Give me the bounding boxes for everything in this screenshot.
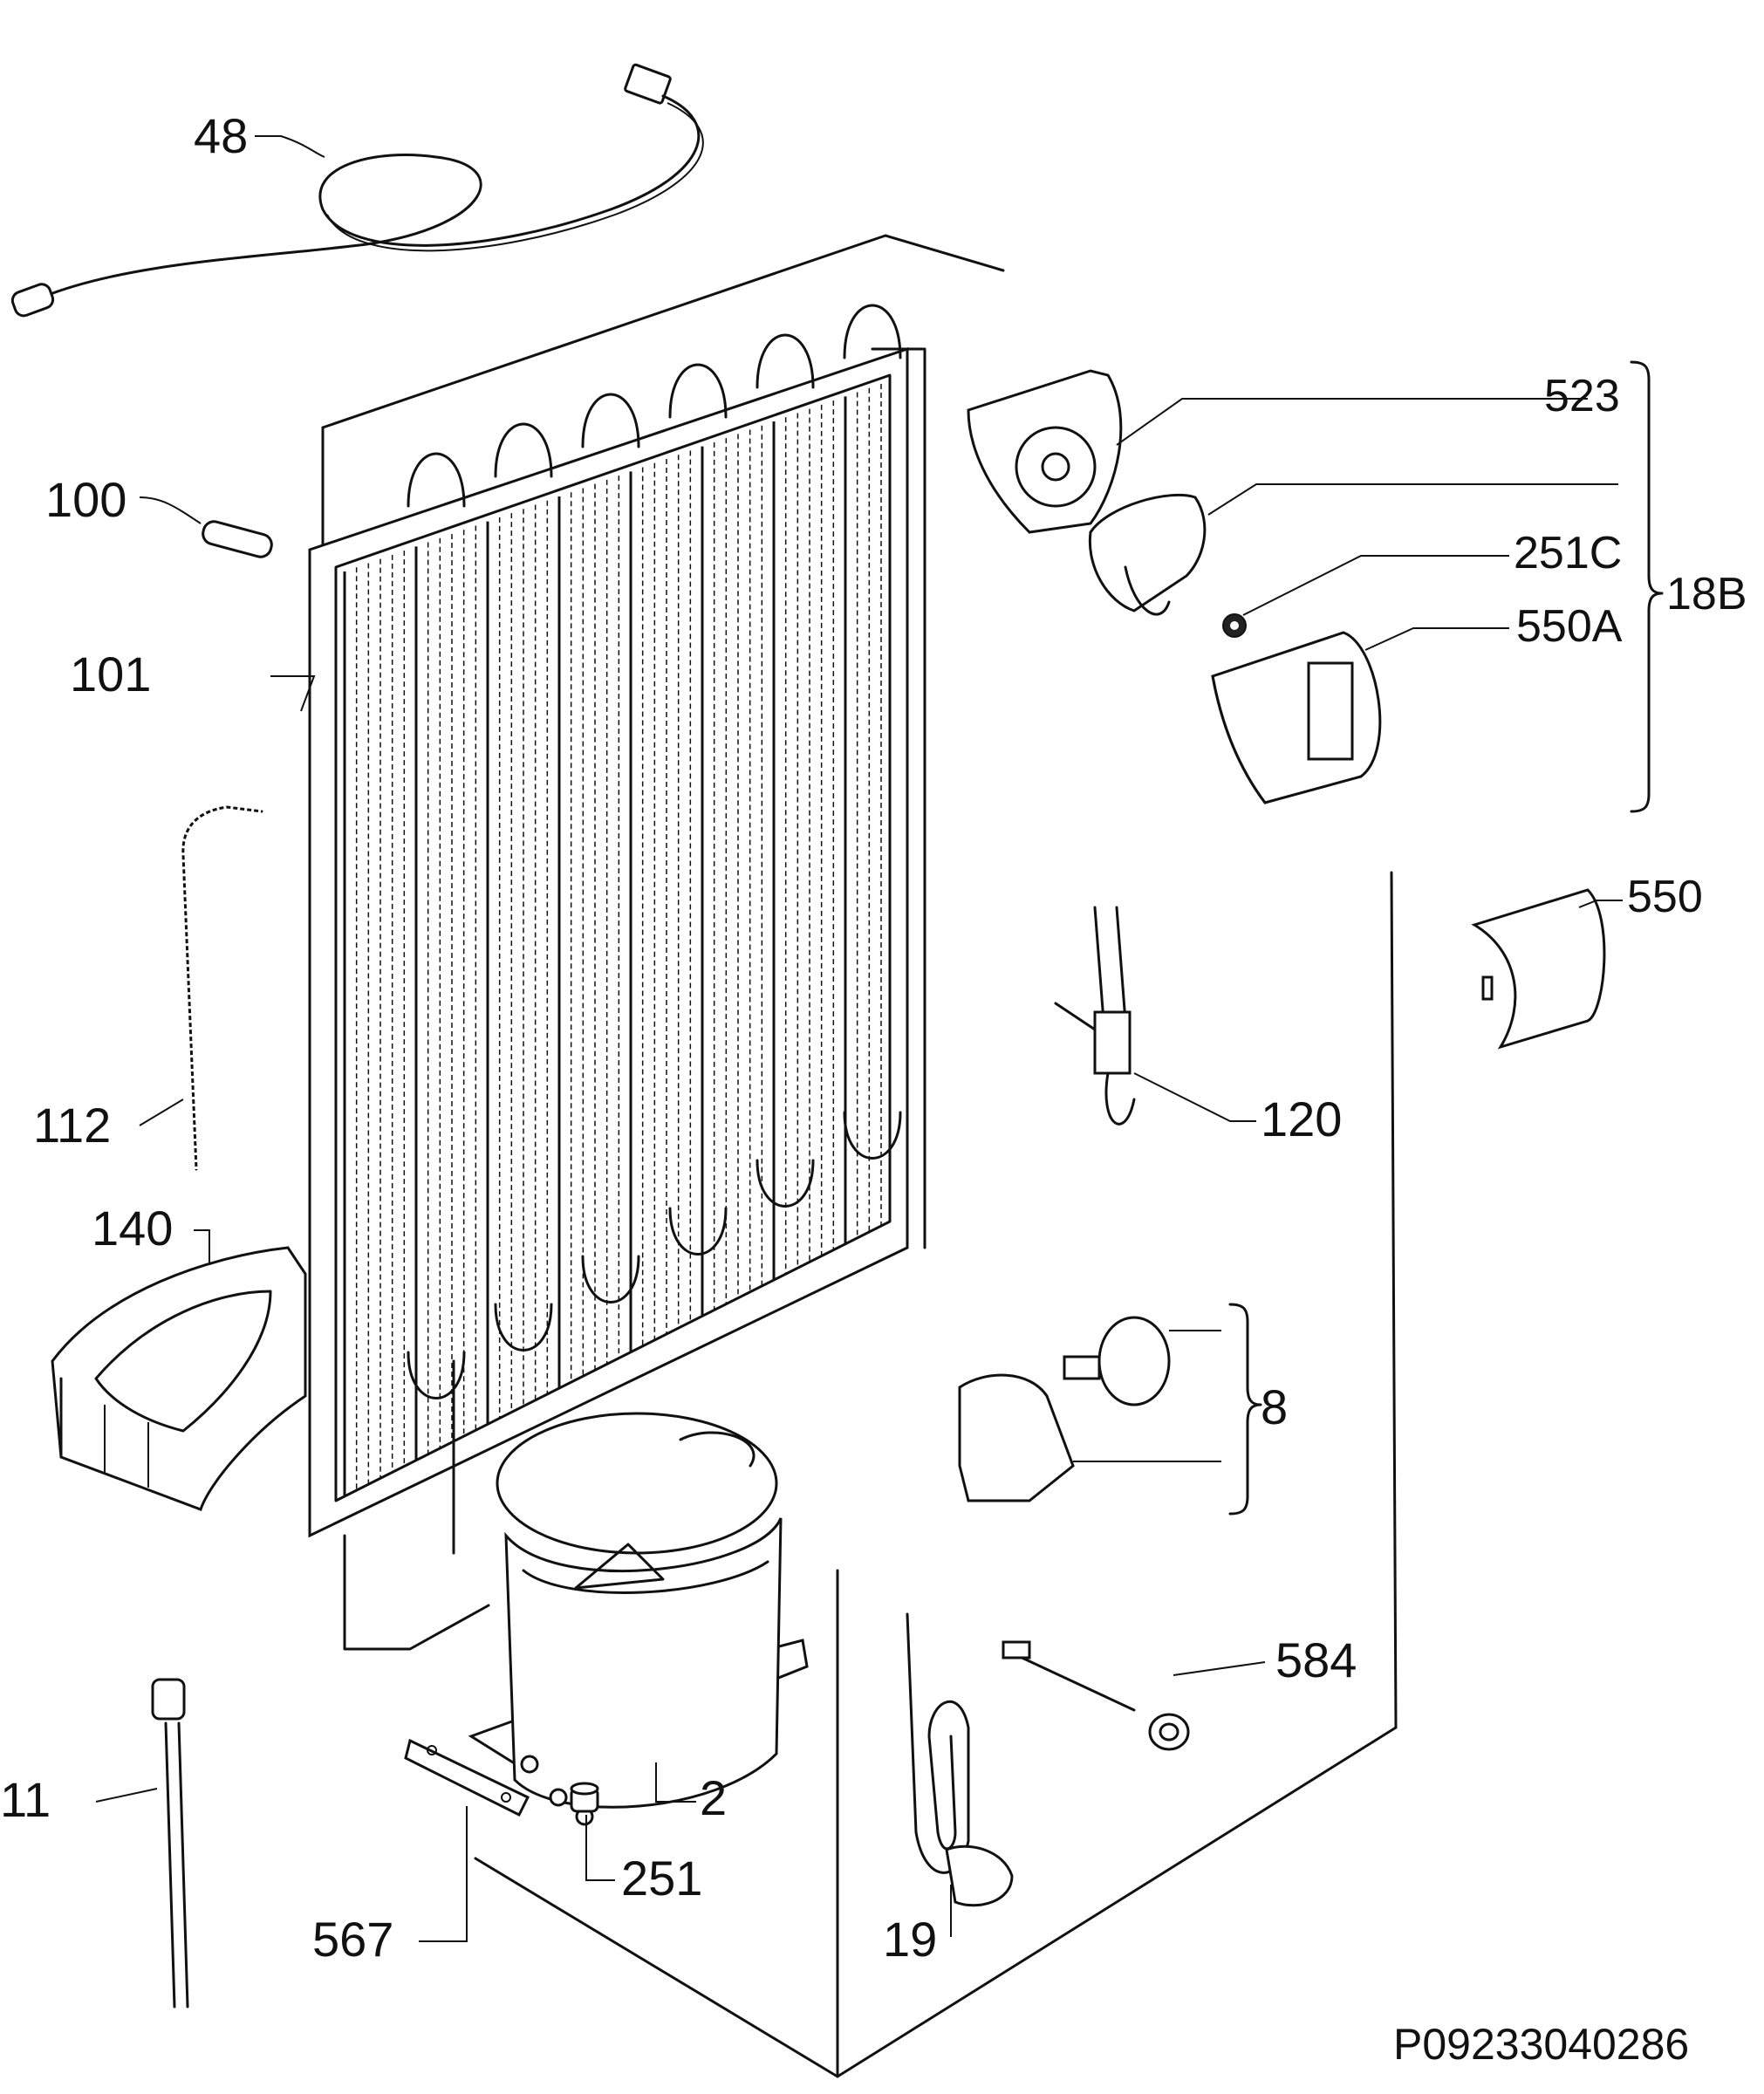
label-19: 19 [883,1912,938,1967]
part-523-fan-housing [967,369,1123,534]
part-8-relay [958,1316,1171,1502]
part-11-capacitor [151,1678,189,2008]
part-19-power-cord [906,1612,1014,1907]
cabinet-outline [321,234,1398,2078]
label-2: 2 [700,1770,728,1825]
label-100: 100 [45,472,127,527]
part-48-cable [10,63,704,318]
label-584: 584 [1275,1632,1357,1687]
label-11: 11 [0,1772,51,1827]
leader-lines [95,135,1623,1942]
label-112: 112 [33,1098,112,1153]
part-251-grommet [570,1782,599,1813]
part-fan-motor [1088,493,1207,616]
part-101-condenser [308,304,926,1651]
part-251C-washer [1222,613,1247,638]
label-18B: 18B [1666,569,1747,619]
part-584-sensor [1002,1640,1190,1751]
label-120: 120 [1261,1091,1343,1146]
diagram-code: P09233040286 [1393,2020,1690,2069]
label-251: 251 [621,1851,703,1906]
label-550A: 550A [1516,601,1623,652]
brace-18B [1630,360,1664,813]
label-550: 550 [1627,872,1703,922]
part-567-bracket [404,1738,530,1817]
label-140: 140 [92,1201,174,1256]
part-100-tube [139,496,273,558]
label-8: 8 [1261,1379,1289,1434]
label-567: 567 [312,1912,394,1967]
label-523: 523 [1544,371,1620,421]
part-550-cover [1471,888,1606,1050]
part-550A-fan-cover [1211,631,1382,804]
label-48: 48 [194,108,249,163]
label-101: 101 [70,647,152,701]
part-2-compressor [468,1412,809,1826]
part-120-thermostat [1054,906,1136,1126]
part-112-hose [178,802,263,1171]
part-140-drip-tray [51,1246,307,1511]
label-251C: 251C [1514,528,1623,578]
brace-8 [1228,1303,1262,1516]
